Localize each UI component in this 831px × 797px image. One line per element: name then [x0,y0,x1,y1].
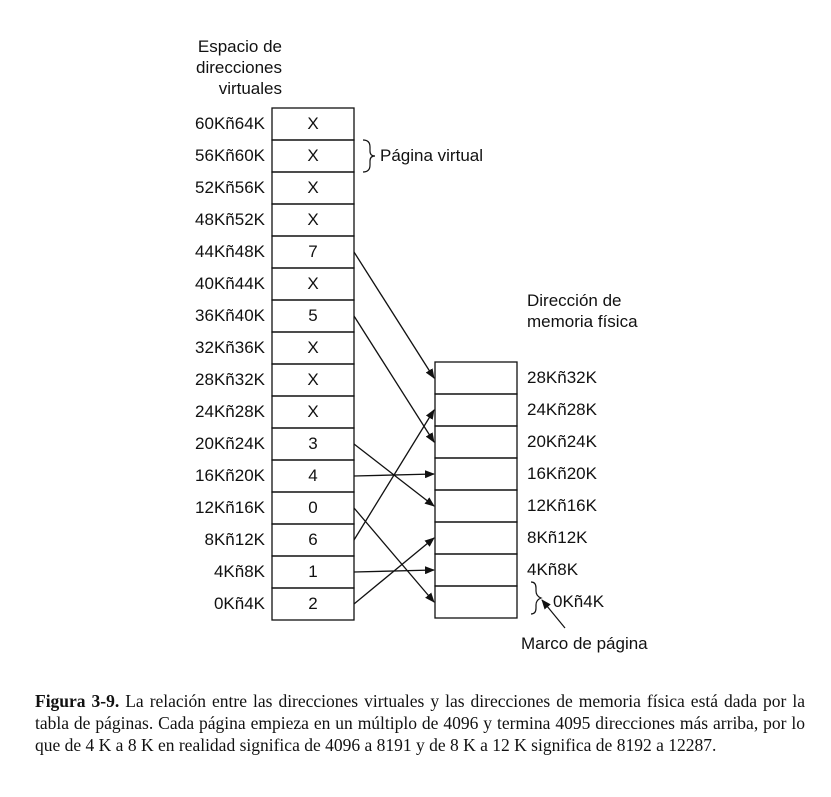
page-frame-box [434,425,518,459]
page-table-entry: 2 [308,594,318,613]
virtual-address-range: 48Kñ52K [195,210,265,229]
page-frame-box [434,553,518,587]
page-table-entry: X [307,114,319,133]
page-frame-box [434,585,518,619]
page-table-entry: X [307,338,319,357]
page-frame-brace [530,581,543,615]
page-frame-box [434,521,518,555]
paging-diagram [271,107,566,629]
page-frame-box [434,489,518,523]
figure-caption: Figura 3-9. La relación entre las direcc… [35,690,805,756]
page-table-entry: 0 [308,498,318,517]
page-table-entry: X [307,402,319,421]
page-frame-box [434,393,518,427]
page-table-entry: X [307,370,319,389]
page-table-entry: X [307,274,319,293]
virtual-address-range: 4Kñ8K [213,562,265,581]
virtual-address-space-header: Espacio de direcciones virtuales [196,37,282,98]
virtual-address-range: 8Kñ12K [204,530,266,549]
virtual-page-label: Página virtual [380,146,484,165]
page-table-entry: 6 [308,530,318,549]
caption-text: La relación entre las direcciones virtua… [35,691,805,755]
virtual-address-range: 20Kñ24K [195,434,265,453]
virtual-address-range: 12Kñ16K [195,498,265,517]
physical-address-range: 8Kñ12K [527,528,588,547]
mapping-arrow [353,409,435,541]
page-table-entry: 1 [308,562,318,581]
page-table-entry: X [307,146,319,165]
mapping-arrow [353,537,435,605]
page-frame-label: Marco de página [521,634,648,653]
mapping-arrow [353,315,435,443]
caption-label: Figura 3-9. [35,691,120,711]
physical-address-range: 12Kñ16K [527,496,597,515]
page-table-entry: 7 [308,242,318,261]
virtual-address-range: 52Kñ56K [195,178,265,197]
page-table-entry: 4 [308,466,318,485]
virtual-address-range: 56Kñ60K [195,146,265,165]
physical-address-range: 4Kñ8K [527,560,579,579]
physical-memory-header: Dirección de memoria física [527,290,647,332]
page-frame-box [434,457,518,491]
page-frame-box [434,361,518,395]
virtual-address-range: 28Kñ32K [195,370,265,389]
physical-address-range: 24Kñ28K [527,400,597,419]
page-table-entry: X [307,178,319,197]
virtual-page-brace [362,139,376,173]
virtual-address-range: 36Kñ40K [195,306,265,325]
physical-address-range: 16Kñ20K [527,464,597,483]
mapping-arrow [353,251,435,379]
physical-frame-table [434,361,518,619]
page-table-entry: X [307,210,319,229]
virtual-address-range: 16Kñ20K [195,466,265,485]
virtual-address-range: 32Kñ36K [195,338,265,357]
physical-address-range: 20Kñ24K [527,432,597,451]
physical-address-range: 0Kñ4K [553,592,605,611]
virtual-address-range: 40Kñ44K [195,274,265,293]
page-table-entry: 3 [308,434,318,453]
mapping-arrow [353,507,435,603]
page-frame-pointer [541,599,566,629]
physical-address-range: 28Kñ32K [527,368,597,387]
virtual-address-range: 24Kñ28K [195,402,265,421]
virtual-address-range: 0Kñ4K [213,594,265,613]
physical-memory-header-text: Dirección de memoria física [527,291,638,331]
virtual-address-range: 44Kñ48K [195,242,265,261]
virtual-address-range: 60Kñ64K [195,114,265,133]
page-table-entry: 5 [308,306,318,325]
mapping-arrows [353,251,435,605]
